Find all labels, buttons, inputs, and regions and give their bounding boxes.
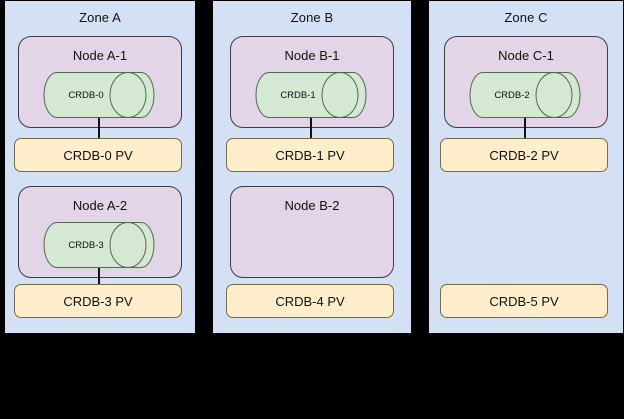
cylinder-shape <box>255 72 367 118</box>
database-cylinder: CRDB-0 <box>43 72 155 118</box>
database-label: CRDB-2 <box>494 89 530 101</box>
zone-title: Zone A <box>79 10 121 25</box>
persistent-volume-label: CRDB-2 PV <box>489 147 559 163</box>
persistent-volume-label: CRDB-1 PV <box>275 147 345 163</box>
connector-line <box>98 268 100 290</box>
connector-line <box>524 118 526 140</box>
cylinder-shape <box>43 222 155 268</box>
persistent-volume-label: CRDB-4 PV <box>275 293 345 309</box>
node-title: Node A-1 <box>72 48 128 63</box>
database-label: CRDB-0 <box>68 89 104 101</box>
persistent-volume-box[interactable]: CRDB-5 PV <box>440 284 608 318</box>
zone-title: Zone B <box>290 10 334 25</box>
database-cylinder: CRDB-3 <box>43 222 155 268</box>
persistent-volume-label: CRDB-3 PV <box>63 293 133 309</box>
node-title: Node C-1 <box>498 48 554 63</box>
persistent-volume-label: CRDB-0 PV <box>63 147 133 163</box>
node-title: Node B-1 <box>284 48 340 63</box>
cylinder-shape <box>43 72 155 118</box>
persistent-volume-box[interactable]: CRDB-0 PV <box>14 138 182 172</box>
node-title: Node B-2 <box>284 198 340 213</box>
zone-title: Zone C <box>504 10 548 25</box>
connector-line <box>310 118 312 140</box>
database-label: CRDB-3 <box>68 239 104 251</box>
persistent-volume-box[interactable]: CRDB-4 PV <box>226 284 394 318</box>
node-title: Node A-2 <box>72 198 128 213</box>
persistent-volume-box[interactable]: CRDB-1 PV <box>226 138 394 172</box>
persistent-volume-label: CRDB-5 PV <box>489 293 559 309</box>
connector-line <box>98 118 100 140</box>
database-cylinder: CRDB-1 <box>255 72 367 118</box>
node-box-node-b-2[interactable]: Node B-2 <box>230 186 394 278</box>
database-cylinder: CRDB-2 <box>469 72 581 118</box>
persistent-volume-box[interactable]: CRDB-2 PV <box>440 138 608 172</box>
persistent-volume-box[interactable]: CRDB-3 PV <box>14 284 182 318</box>
database-label: CRDB-1 <box>280 89 316 101</box>
cylinder-shape <box>469 72 581 118</box>
